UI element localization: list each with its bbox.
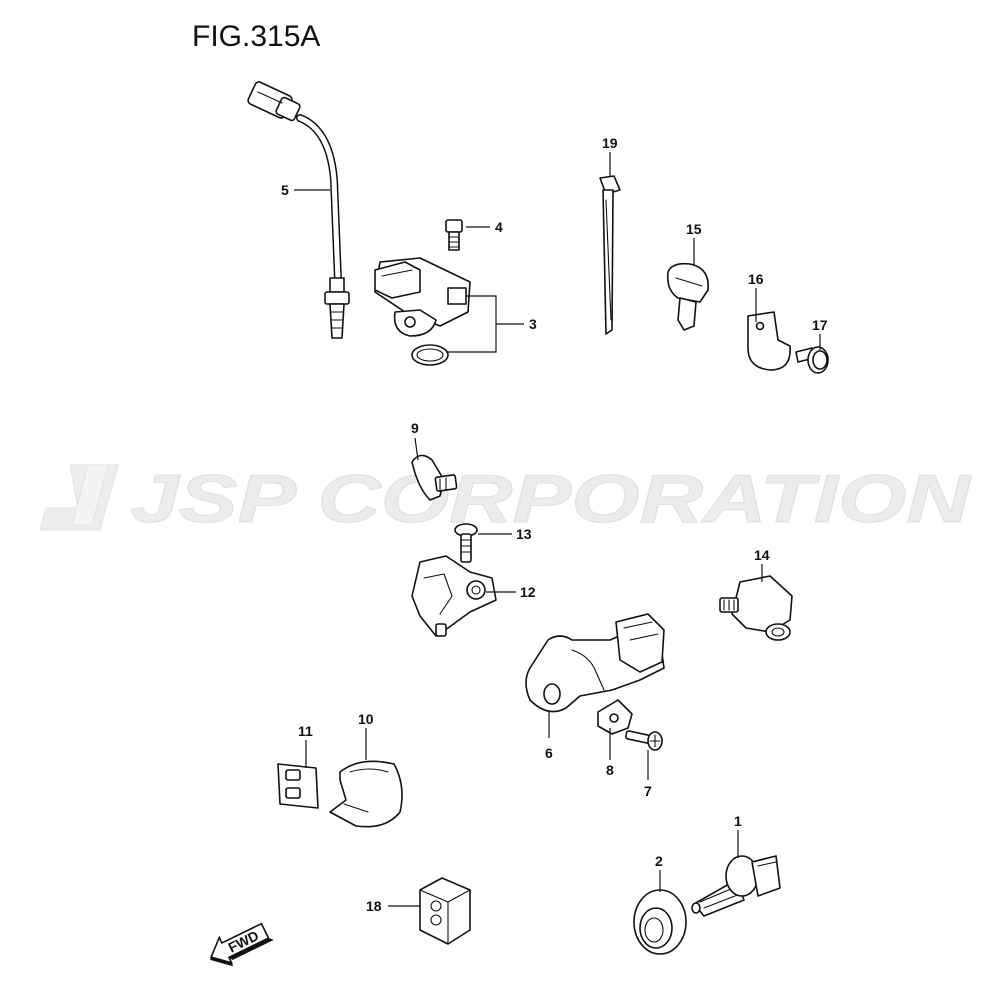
part-6-sensor <box>525 613 665 713</box>
jsp-logo <box>39 464 119 531</box>
callout-14: 14 <box>754 547 770 563</box>
part-11-holder <box>277 763 319 809</box>
callout-17: 17 <box>812 317 828 333</box>
part-10-grommet <box>329 760 403 828</box>
callout-4: 4 <box>495 219 503 235</box>
part-18-block <box>419 877 471 945</box>
part-5-sensor-lead <box>247 81 350 339</box>
callout-2: 2 <box>655 853 663 869</box>
part-15-clip <box>666 262 709 331</box>
part-1-sensor <box>691 855 781 917</box>
callout-9: 9 <box>411 420 419 436</box>
part-8-bracket <box>597 699 633 735</box>
callout-8: 8 <box>606 762 614 778</box>
part-9-sensor <box>411 454 458 501</box>
callout-3: 3 <box>529 316 537 332</box>
part-3-pressure-sensor <box>374 257 471 366</box>
figure-title: FIG.315A <box>192 20 321 53</box>
leader-lines <box>294 152 821 907</box>
part-19-cable-tie <box>599 175 621 335</box>
callouts: 1 2 3 4 5 6 7 8 9 10 11 12 13 14 15 16 1… <box>281 135 828 914</box>
part-4-bolt <box>445 219 463 251</box>
part-7-screw <box>625 730 663 751</box>
callout-1: 1 <box>734 813 742 829</box>
part-2-grommet <box>633 889 687 955</box>
part-17-bolt <box>795 346 829 374</box>
watermark: JSP CORPORATION <box>39 461 973 538</box>
callout-13: 13 <box>516 526 532 542</box>
callout-12: 12 <box>520 584 536 600</box>
part-12-sensor-bracket <box>411 555 497 637</box>
callout-11: 11 <box>298 723 313 739</box>
part-14-sensor <box>719 575 793 641</box>
watermark-text: JSP CORPORATION <box>130 461 972 537</box>
callout-15: 15 <box>686 221 702 237</box>
fwd-arrow: FWD <box>209 922 274 967</box>
part-16-clamp <box>747 311 791 371</box>
callout-19: 19 <box>602 135 618 151</box>
callout-18: 18 <box>366 898 382 914</box>
callout-6: 6 <box>545 745 553 761</box>
callout-10: 10 <box>358 711 374 727</box>
callout-7: 7 <box>644 783 652 799</box>
callout-16: 16 <box>748 271 764 287</box>
part-13-bolt <box>454 523 478 563</box>
callout-5: 5 <box>281 182 289 198</box>
